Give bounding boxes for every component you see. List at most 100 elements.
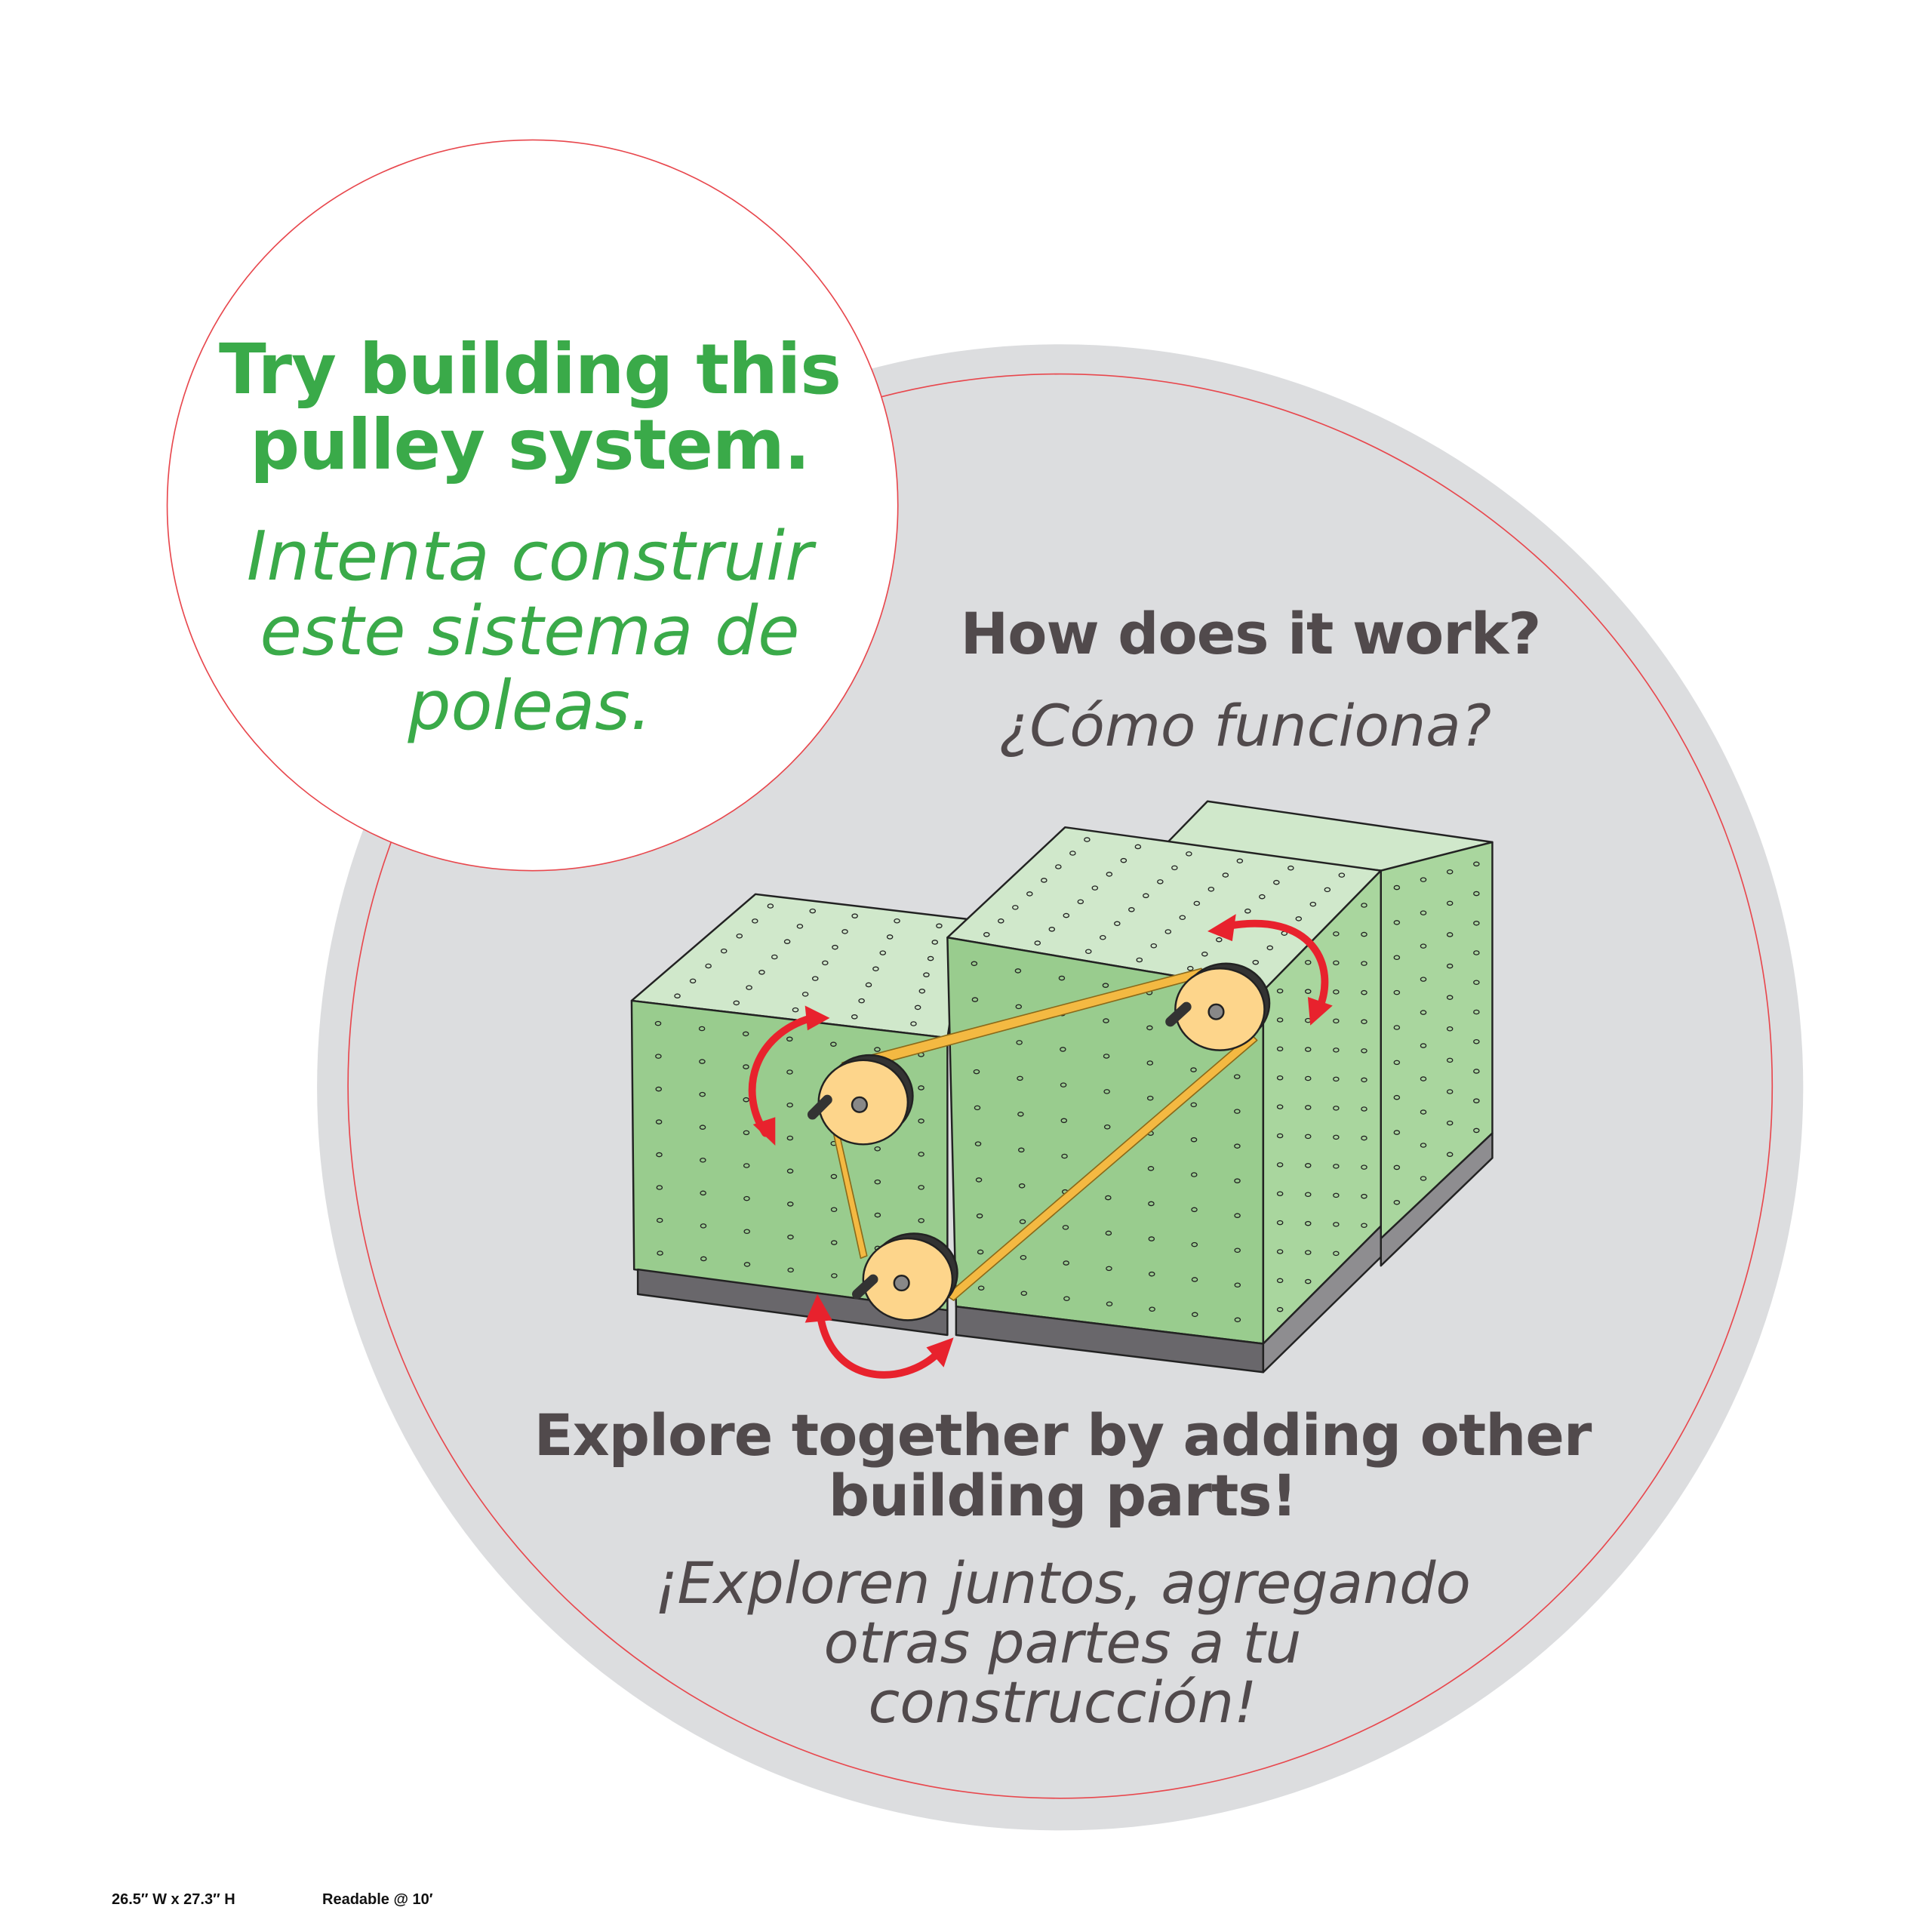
footer-dimensions: 26.5″ W x 27.3″ H: [112, 1891, 235, 1908]
peg-hole: [743, 1163, 750, 1168]
peg-hole: [927, 955, 934, 961]
peg-hole: [1060, 1082, 1067, 1088]
rotation-arrows: [748, 914, 1333, 1379]
peg-hole: [746, 985, 752, 990]
peg-hole: [674, 993, 681, 998]
belt: [826, 968, 1258, 1301]
peg-hole: [1276, 1220, 1284, 1226]
peg-hole: [931, 940, 939, 945]
peg-hole: [1276, 1249, 1284, 1254]
peg-hole: [1276, 988, 1284, 994]
peg-hole: [975, 1177, 983, 1183]
peg-hole: [1017, 1075, 1023, 1081]
peg-hole: [886, 934, 894, 940]
peg-hole: [700, 1256, 707, 1262]
peg-hole: [1276, 1278, 1284, 1284]
peg-hole: [858, 998, 865, 1004]
peg-hole: [1193, 900, 1201, 906]
peg-hole: [1304, 1220, 1312, 1226]
peg-hole: [1120, 857, 1128, 863]
peg-hole: [1393, 1094, 1401, 1100]
peg-hole: [699, 1059, 706, 1064]
explore-en-line2: building parts!: [828, 1462, 1297, 1529]
peg-hole: [1333, 1134, 1340, 1140]
peg-hole: [1393, 955, 1401, 961]
peg-hole: [771, 954, 778, 960]
peg-hole: [1190, 1137, 1198, 1143]
peg-hole: [1287, 865, 1294, 871]
peg-hole: [1473, 891, 1480, 897]
peg-hole: [1276, 1191, 1284, 1197]
peg-hole: [1061, 1153, 1068, 1159]
peg-hole: [1106, 872, 1113, 877]
peg-hole: [1019, 1219, 1026, 1225]
peg-hole: [841, 929, 848, 934]
peg-hole: [1186, 965, 1194, 971]
peg-hole: [783, 939, 791, 944]
peg-hole: [1017, 1112, 1024, 1117]
peg-hole: [1304, 1075, 1312, 1081]
peg-hole: [655, 1086, 663, 1092]
peg-hole: [656, 1185, 663, 1190]
peg-hole: [1361, 961, 1367, 966]
peg-hole: [733, 1000, 740, 1006]
peg-hole: [705, 963, 712, 969]
peg-hole: [1020, 1291, 1028, 1297]
peg-hole: [1055, 864, 1062, 869]
bubble-title-es: Intenta construir este sistema de poleas…: [247, 519, 813, 743]
peg-hole: [786, 1168, 794, 1174]
peg-hole: [1473, 1069, 1480, 1074]
peg-hole: [1273, 879, 1280, 885]
peg-hole: [1333, 1164, 1340, 1169]
peg-hole: [894, 918, 900, 924]
peg-hole: [1446, 932, 1454, 937]
peg-hole: [1062, 1225, 1069, 1230]
bubble-title-es-line1: Intenta construir: [246, 517, 814, 596]
peg-hole: [792, 1007, 799, 1013]
peg-hole: [758, 970, 765, 975]
peg-hole: [656, 1217, 663, 1223]
peg-hole: [1100, 934, 1106, 940]
peg-hole: [801, 992, 809, 997]
pulley-left: [807, 1054, 914, 1146]
peg-hole: [1333, 1018, 1340, 1024]
peg-hole: [1473, 980, 1480, 986]
peg-hole: [1361, 1135, 1367, 1141]
peg-hole: [1084, 837, 1091, 842]
peg-hole: [1018, 1147, 1025, 1153]
peg-hole: [1333, 1192, 1340, 1198]
peg-hole: [1146, 1095, 1154, 1101]
peg-hole: [1128, 907, 1135, 912]
peg-hole: [1361, 1077, 1367, 1083]
peg-hole: [1069, 851, 1076, 856]
peg-hole: [1146, 1025, 1153, 1031]
peg-hole: [1304, 1105, 1312, 1110]
left-block-base: [636, 1268, 949, 1337]
peg-hole: [1304, 1278, 1312, 1284]
peg-hole: [787, 1201, 794, 1207]
peg-hole: [936, 923, 943, 929]
peg-hole: [752, 918, 758, 924]
peg-hole: [1304, 1192, 1312, 1198]
peg-hole: [1106, 1266, 1112, 1272]
peg-hole: [698, 1026, 706, 1032]
peg-hole: [1361, 989, 1367, 995]
peg-hole: [786, 1135, 794, 1141]
peg-hole: [811, 976, 819, 981]
peg-hole: [1063, 912, 1070, 918]
peg-hole: [1304, 1163, 1312, 1168]
peg-hole: [1134, 844, 1142, 850]
peg-hole: [743, 1097, 749, 1103]
peg-hole: [1020, 1254, 1027, 1260]
peg-hole: [1304, 989, 1312, 994]
peg-hole: [1233, 1074, 1241, 1079]
peg-hole: [1103, 1018, 1109, 1023]
explore-es-line1: ¡Exploren juntos, agregando: [654, 1549, 1471, 1617]
peg-hole: [655, 1119, 663, 1124]
peg-hole: [1234, 1109, 1241, 1114]
peg-hole: [971, 961, 978, 967]
peg-hole: [973, 1069, 980, 1075]
peg-hole: [1361, 1193, 1367, 1199]
peg-hole: [1420, 1176, 1427, 1181]
